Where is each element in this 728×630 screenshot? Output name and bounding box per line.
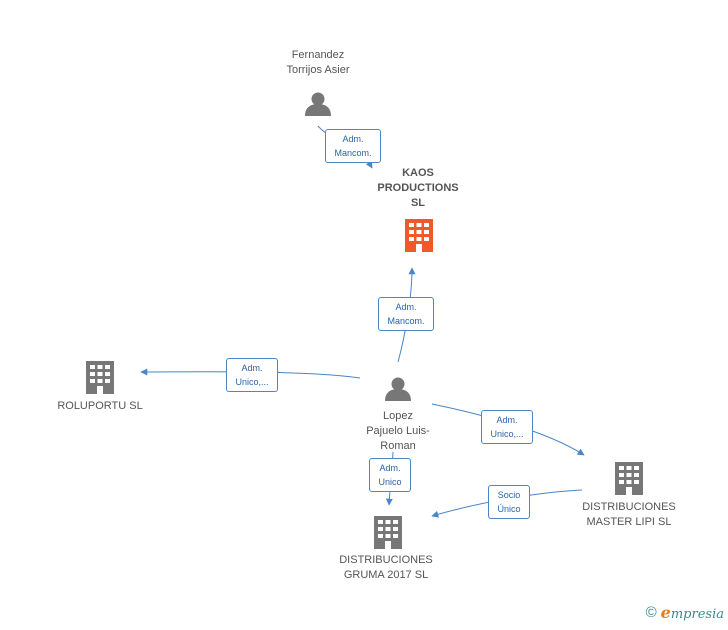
edge-label-fernandez-kaos[interactable]: Adm. Mancom. xyxy=(325,129,381,163)
edge-label-lopez-gruma[interactable]: Adm. Unico xyxy=(369,458,411,492)
node-label-roluportu[interactable]: ROLUPORTU SL xyxy=(57,400,143,412)
building-icon xyxy=(405,219,433,252)
empresia-logo[interactable]: empresia xyxy=(661,603,724,622)
edge-label-lopez-master[interactable]: Adm. Unico,... xyxy=(481,410,533,444)
footer-branding: © empresia xyxy=(646,603,724,622)
person-icon xyxy=(305,92,331,116)
edge-label-master-gruma[interactable]: Socio Único xyxy=(488,485,530,519)
edge-label-lopez-kaos[interactable]: Adm. Mancom. xyxy=(378,297,434,331)
node-label-master-lipi[interactable]: DISTRIBUCIONES MASTER LIPI SL xyxy=(582,501,676,528)
building-icon xyxy=(86,361,114,394)
copyright-icon: © xyxy=(645,604,657,621)
node-label-gruma[interactable]: DISTRIBUCIONES GRUMA 2017 SL xyxy=(339,554,433,581)
node-label-kaos[interactable]: KAOS PRODUCTIONS SL xyxy=(377,167,459,209)
node-label-fernandez[interactable]: Fernandez Torrijos Asier xyxy=(286,49,350,76)
logo-text: mpresia xyxy=(670,607,724,622)
building-icon xyxy=(615,462,643,495)
node-label-lopez[interactable]: Lopez Pajuelo Luis- Roman xyxy=(366,410,430,452)
person-icon xyxy=(385,377,411,401)
edge-label-lopez-roluportu[interactable]: Adm. Unico,... xyxy=(226,358,278,392)
building-icon xyxy=(374,516,402,549)
logo-initial: e xyxy=(660,603,671,622)
